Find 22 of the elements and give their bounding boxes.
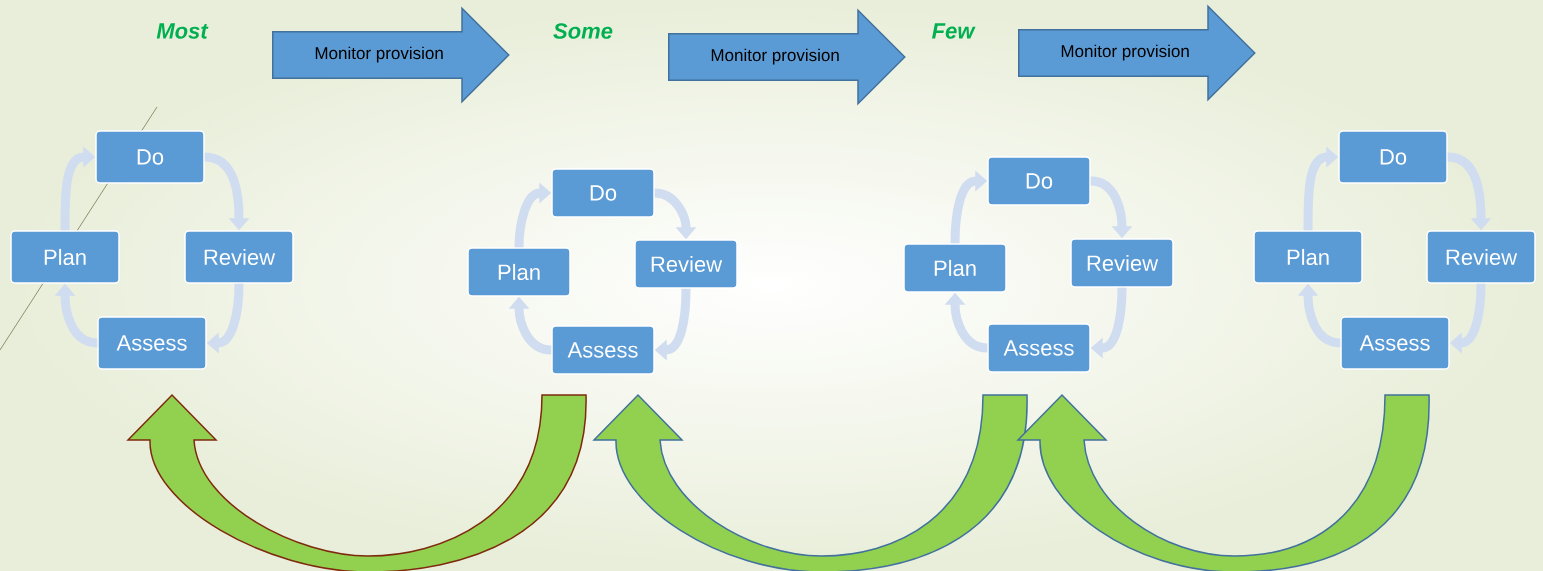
process-box: Assess <box>97 316 207 370</box>
process-box: Plan <box>1253 230 1363 284</box>
process-box: Plan <box>903 243 1007 293</box>
process-box: Review <box>1426 230 1536 284</box>
process-box: Assess <box>551 325 655 375</box>
curved-arrow <box>127 394 587 571</box>
process-box: Review <box>184 230 294 284</box>
process-box: Do <box>1338 130 1448 184</box>
process-box: Review <box>634 239 738 289</box>
process-box: Assess <box>987 323 1091 373</box>
process-box: Assess <box>1340 316 1450 370</box>
curved-arrow <box>1017 394 1430 571</box>
stage-label: Few <box>932 23 976 39</box>
process-box: Do <box>987 156 1091 206</box>
process-box: Review <box>1070 238 1174 288</box>
process-box: Do <box>551 168 655 218</box>
process-box: Do <box>95 130 205 184</box>
process-box: Plan <box>10 230 120 284</box>
process-box: Plan <box>467 247 571 297</box>
stage-label: Some <box>553 23 613 39</box>
curved-arrow <box>593 394 1028 571</box>
stage-label: Most <box>156 23 209 39</box>
